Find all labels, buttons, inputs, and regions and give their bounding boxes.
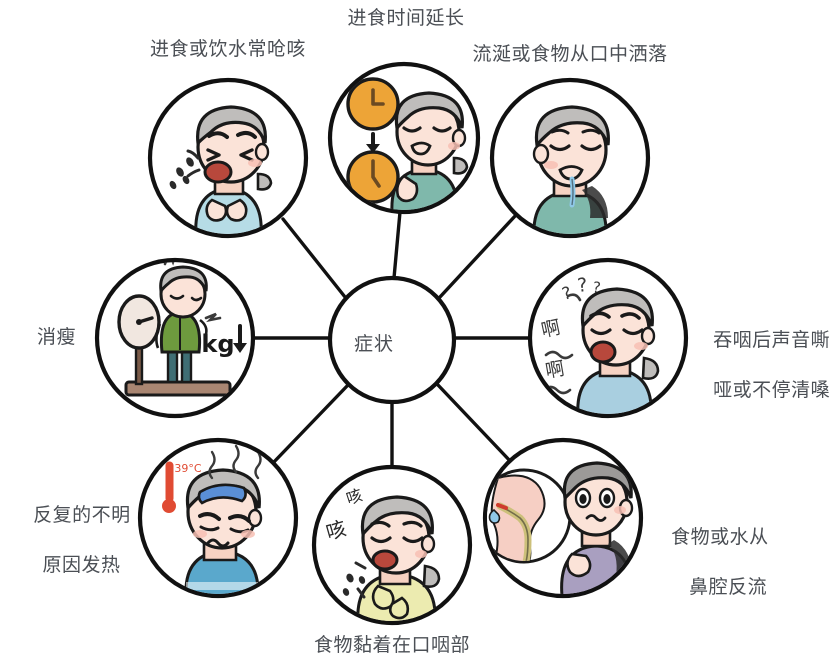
hoarse-voice-line-1: 吞咽后声音嘶 — [713, 330, 831, 351]
food-sticking-throat-icon: 咳 咳 — [323, 485, 441, 621]
hoarse-voice-line-2: 哑或不停清嗓 — [713, 380, 831, 401]
nasal-regurg-line-2: 鼻腔反流 — [689, 577, 768, 598]
spoke-to-choking — [281, 217, 347, 299]
thermometer-icon — [162, 461, 176, 513]
hoarse-voice-icon: 啊 啊 ? ? ? — [539, 274, 660, 414]
node-drooling-label: 流涎或食物从口中洒落 — [472, 44, 668, 65]
node-weight-loss-label: 消瘦 — [36, 327, 76, 348]
fever-line-2: 原因发热 — [42, 555, 121, 576]
question-mark-2: ? — [576, 274, 588, 297]
nasal-regurgitation-icon — [487, 461, 634, 594]
sound-mark-2: 啊 — [544, 358, 567, 383]
spoke-to-recurrent-fever — [270, 383, 350, 466]
node-food-sticking-label: 食物黏着在口咽部 — [313, 635, 470, 656]
spoke-to-nasal-regurgitation — [436, 383, 514, 465]
hub-label: 症状 — [354, 334, 395, 355]
question-mark-3: ? — [591, 278, 601, 297]
cough-mark-1: 咳 — [344, 485, 365, 508]
node-choking-label: 进食或饮水常呛咳 — [149, 39, 306, 60]
spoke-to-drooling — [438, 213, 518, 299]
thermometer-label: 39°C — [174, 462, 201, 475]
node-prolonged-eating-label: 进食时间延长 — [347, 8, 465, 29]
elderly-coughing-icon — [169, 105, 273, 234]
drooling-icon — [532, 105, 610, 234]
fever-thermometer-icon: 39°C — [162, 444, 263, 594]
weight-scale-loss-icon: kg — [117, 262, 247, 397]
node-nasal-regurgitation-label: 食物或水从 鼻腔反流 — [648, 500, 778, 625]
sound-mark-1: 啊 — [539, 316, 562, 341]
node-hoarse-voice-label: 吞咽后声音嘶 哑或不停清嗓 — [690, 303, 834, 428]
forehead-towel — [197, 483, 247, 505]
kg-annotation: kg — [201, 330, 234, 358]
hub-circle — [327, 275, 457, 405]
fever-line-1: 反复的不明 — [33, 505, 131, 526]
nasal-regurg-line-1: 食物或水从 — [671, 527, 769, 548]
spoke-to-prolonged-eating — [392, 210, 402, 280]
node-recurrent-fever-label: 反复的不明 原因发热 — [10, 478, 130, 603]
